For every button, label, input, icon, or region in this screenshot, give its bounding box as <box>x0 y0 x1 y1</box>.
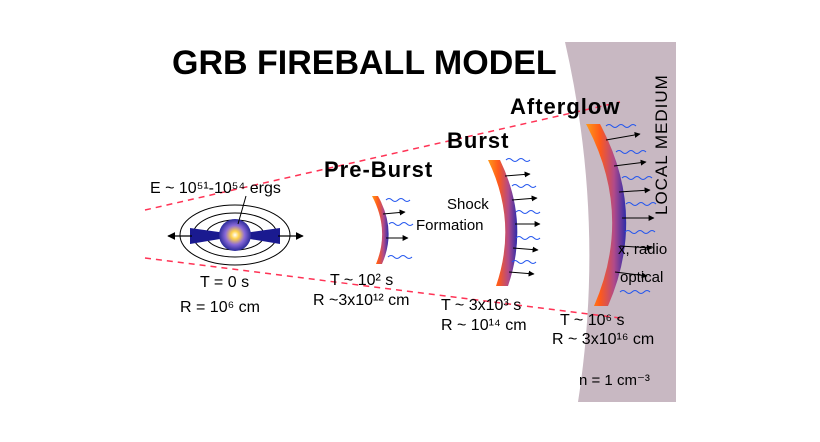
preburst-radius-label: R ~3x10¹² cm <box>313 292 409 309</box>
diagram-title: GRB FIREBALL MODEL <box>172 44 557 82</box>
burst-stage-label: Burst <box>447 128 509 153</box>
burst-shell <box>488 160 518 286</box>
preburst-stage-label: Pre-Burst <box>324 157 433 182</box>
local-medium-label: LOCAL MEDIUM <box>652 74 671 215</box>
source-radius-label: R = 10⁶ cm <box>180 299 260 316</box>
burst-radius-label: R ~ 10¹⁴ cm <box>441 317 527 334</box>
burst-waves <box>505 158 541 264</box>
jet-right <box>244 228 280 244</box>
preburst-shell <box>372 196 389 264</box>
source-energy-label: E ~ 10⁵¹-10⁵⁴ ergs <box>150 180 281 197</box>
source-time-label: T = 0 s <box>200 274 249 291</box>
afterglow-time-label: T ~ 10⁶ s <box>560 312 625 329</box>
emission-optical-label: optical <box>620 269 663 286</box>
afterglow-waves <box>605 124 657 294</box>
cone-upper-line <box>144 101 621 211</box>
preburst-time-label: T ~ 10² s <box>330 272 393 289</box>
medium-density-label: n = 1 cm⁻³ <box>579 372 650 389</box>
afterglow-stage-label: Afterglow <box>510 94 620 119</box>
afterglow-radius-label: R ~ 3x10¹⁶ cm <box>552 331 654 348</box>
burst-arrows <box>504 171 541 277</box>
jet-left <box>190 228 226 244</box>
preburst-arrows <box>382 209 409 241</box>
preburst-waves <box>385 198 414 259</box>
afterglow-arrows <box>605 131 655 279</box>
fireball-core <box>219 219 251 251</box>
burst-time-label: T ~ 3x10³ s <box>441 297 521 314</box>
cone-lower-line <box>144 257 621 319</box>
energy-pointer <box>237 195 247 225</box>
burst-note-shock: Shock <box>447 196 489 213</box>
burst-note-formation: Formation <box>416 217 484 234</box>
emission-xradio-label: x, radio <box>618 241 667 258</box>
afterglow-shell <box>586 124 627 306</box>
